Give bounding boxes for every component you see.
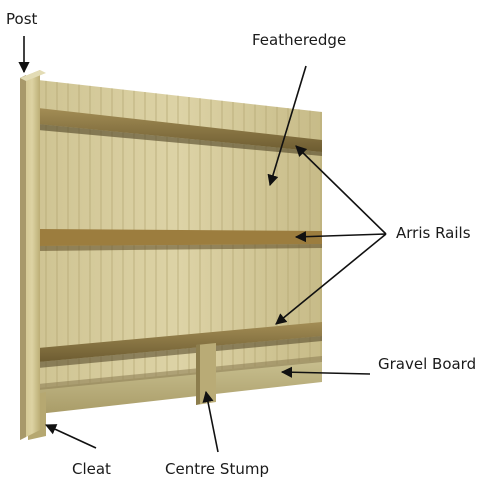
gravel-board <box>38 356 322 414</box>
centre-stump <box>196 343 216 405</box>
arrow-icon <box>294 231 387 243</box>
arrow-icon <box>44 424 97 449</box>
middle-arris-rail <box>38 229 322 251</box>
label-post: Post <box>6 10 38 28</box>
leader-arrows <box>18 36 387 453</box>
label-arris-rails: Arris Rails <box>396 224 471 242</box>
post <box>20 70 46 440</box>
top-arris-rail <box>38 108 322 156</box>
label-cleat: Cleat <box>72 460 111 478</box>
arrow-icon <box>202 390 219 453</box>
bottom-arris-rail <box>38 322 322 368</box>
arrow-icon <box>275 233 387 325</box>
label-gravel-board: Gravel Board <box>378 355 476 373</box>
arrow-icon <box>295 145 387 235</box>
label-centre-stump: Centre Stump <box>165 460 269 478</box>
arrow-icon <box>267 65 307 187</box>
arrow-icon <box>280 366 371 378</box>
label-featheredge: Featheredge <box>252 31 346 49</box>
